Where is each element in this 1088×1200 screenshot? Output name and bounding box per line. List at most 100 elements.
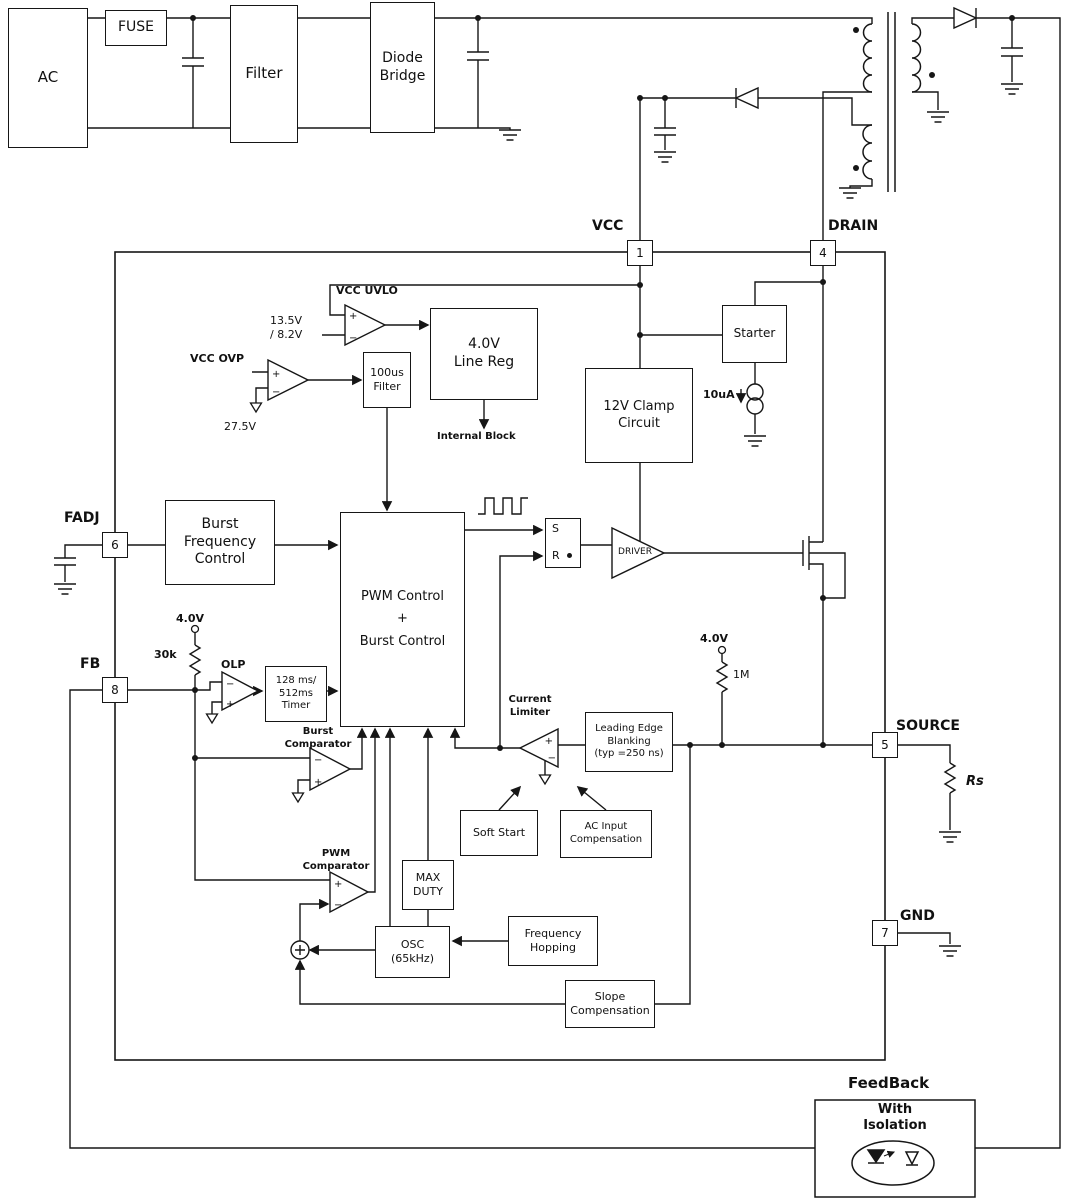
ovp-threshold: 27.5V xyxy=(224,420,257,433)
filter-label: Filter xyxy=(245,64,283,83)
ilim-plus: + xyxy=(545,736,553,747)
pin-1-vcc: 1 xyxy=(627,240,653,266)
fb-30k-label: 30k xyxy=(154,648,177,661)
pullup-1m-resistor-icon xyxy=(716,661,728,693)
sense-rs-resistor-icon xyxy=(944,762,956,794)
pin-5-source: 5 xyxy=(872,732,898,758)
transformer-core xyxy=(887,12,896,192)
ic-outline xyxy=(114,251,886,1061)
uvlo-threshold: 13.5V / 8.2V xyxy=(270,314,303,341)
ground-icon xyxy=(743,435,767,447)
olp-comparator-icon xyxy=(221,670,260,712)
fuse-box: FUSE xyxy=(105,10,167,46)
12v-clamp-box: 12V Clamp Circuit xyxy=(585,368,693,463)
drain-pin-label: DRAIN xyxy=(828,218,879,234)
olp-plus: + xyxy=(226,699,234,710)
100us-filter-box: 100us Filter xyxy=(363,352,411,408)
fadj-pin-label: FADJ xyxy=(64,510,100,526)
feedback-text: With Isolation xyxy=(863,1102,927,1134)
current-limiter-comparator-icon xyxy=(518,727,559,769)
feedback-isolation-icon xyxy=(814,1099,976,1198)
ground-icon xyxy=(838,187,862,199)
burst-comparator-icon xyxy=(309,746,352,792)
ac-input-compensation-box: AC Input Compensation xyxy=(560,810,652,858)
aux-rectifier-diode-icon xyxy=(734,86,759,110)
vcc-pin-label: VCC xyxy=(592,218,624,234)
gnd-pin-label: GND xyxy=(900,908,935,924)
max-duty-box: MAX DUTY xyxy=(402,860,454,910)
vref-down-arrow-icon xyxy=(538,774,552,785)
driver-label: DRIVER xyxy=(618,547,652,557)
fb-4v-node xyxy=(190,624,200,634)
source-pin-label: SOURCE xyxy=(896,718,960,734)
burst-comparator-label: Burst Comparator xyxy=(284,726,352,750)
feedback-title: FeedBack xyxy=(848,1074,930,1092)
vref-down-arrow-icon xyxy=(205,713,219,724)
emi-filter-box: Filter xyxy=(230,5,298,143)
transformer-icon xyxy=(862,12,922,192)
pwm-comparator-label: PWM Comparator xyxy=(302,848,370,872)
adder-icon xyxy=(290,940,310,960)
comparator-shapes xyxy=(221,303,666,914)
sr-latch-box: S R xyxy=(545,518,581,568)
ground-icon xyxy=(53,583,77,595)
junction-dots xyxy=(190,15,1015,761)
pwmcomp-minus: − xyxy=(334,900,342,911)
ovp-minus: − xyxy=(272,387,280,398)
primary-polarity-dot xyxy=(853,27,859,33)
burst-plus: + xyxy=(314,777,322,788)
secondary-winding xyxy=(911,23,922,93)
burst-frequency-control-box: Burst Frequency Control xyxy=(165,500,275,585)
comparator-signs: + − + − − + − + + − + − xyxy=(226,311,556,911)
ovp-plus: + xyxy=(272,369,280,380)
fb-30k-resistor-icon xyxy=(189,644,201,676)
wires xyxy=(54,17,1061,1149)
ground-icon xyxy=(498,129,522,141)
current-limiter-label: Current Limiter xyxy=(508,694,552,718)
ac-source-box: AC xyxy=(8,8,88,148)
line-regulator-box: 4.0V Line Reg xyxy=(430,308,538,400)
starter-box: Starter xyxy=(722,305,787,363)
primary-winding xyxy=(862,23,873,93)
ground-icon xyxy=(1000,83,1024,95)
fb-pin-label: FB xyxy=(80,656,101,672)
ilim-minus: − xyxy=(548,753,556,764)
sr-s-label: S xyxy=(552,522,559,535)
vref-down-arrow-icon xyxy=(291,792,305,803)
source-4v-label: 4.0V xyxy=(700,632,728,645)
olp-minus: − xyxy=(226,679,234,690)
vcc-uvlo-comparator-icon xyxy=(344,303,387,347)
leading-edge-blanking-box: Leading Edge Blanking (typ =250 ns) xyxy=(585,712,673,772)
aux-polarity-dot xyxy=(853,165,859,171)
secondary-polarity-dot xyxy=(929,72,935,78)
fuse-label: FUSE xyxy=(117,19,155,36)
pin-6-fadj: 6 xyxy=(102,532,128,558)
pwm-burst-control-box: PWM Control + Burst Control xyxy=(340,512,465,727)
pin-8-fb: 8 xyxy=(102,677,128,703)
uvlo-plus: + xyxy=(349,311,357,322)
ac-label: AC xyxy=(37,68,59,87)
opto-led-icon xyxy=(866,1149,886,1164)
pwm-comparator-icon xyxy=(329,870,370,914)
olp-label: OLP xyxy=(221,658,246,671)
ground-icon xyxy=(938,945,962,957)
vref-down-arrow-icon xyxy=(249,402,263,413)
internal-block-note: Internal Block xyxy=(437,431,516,442)
frequency-hopping-box: Frequency Hopping xyxy=(508,916,598,966)
uvlo-minus: − xyxy=(349,333,357,344)
ground-icon xyxy=(653,151,677,163)
aux-winding xyxy=(862,124,873,180)
ground-icon xyxy=(938,831,962,843)
burst-minus: − xyxy=(314,755,322,766)
ground-icon xyxy=(926,111,950,123)
gate-driver-icon xyxy=(611,526,666,580)
opto-photodiode-icon xyxy=(904,1151,920,1166)
soft-start-box: Soft Start xyxy=(460,810,538,856)
reference-node-circles xyxy=(190,624,727,655)
sense-rs-label: Rs xyxy=(966,774,984,789)
pin-4-drain: 4 xyxy=(810,240,836,266)
r-bubble-dot xyxy=(566,553,572,559)
olp-timer-box: 128 ms/ 512ms Timer xyxy=(265,666,327,722)
